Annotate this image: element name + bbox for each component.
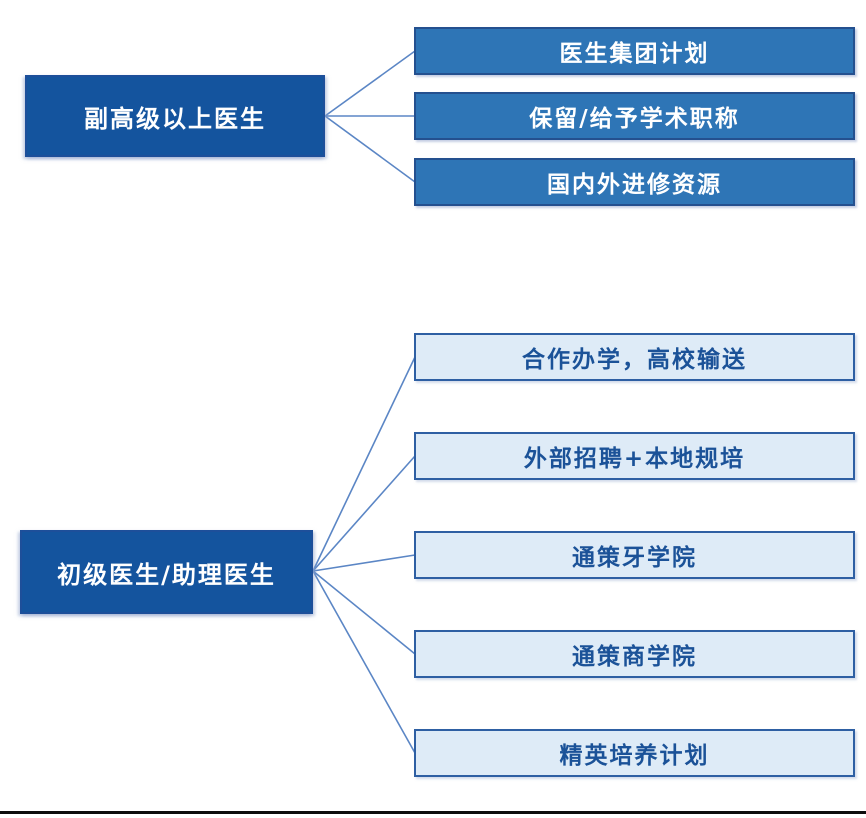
target-box-business-school: 通策商学院 (414, 630, 855, 678)
target-label-cooperative-education: 合作办学，高校输送 (522, 347, 747, 373)
target-label-doctor-group-plan: 医生集团计划 (559, 41, 710, 67)
target-box-elite-program: 精英培养计划 (414, 729, 855, 777)
source-box-senior-doctors: 副高级以上医生 (25, 75, 325, 157)
target-box-training-resources: 国内外进修资源 (414, 158, 855, 206)
target-box-external-recruitment: 外部招聘+本地规培 (414, 432, 855, 480)
target-box-academic-titles: 保留/给予学术职称 (414, 92, 855, 140)
target-label-academic-titles: 保留/给予学术职称 (529, 106, 740, 132)
target-box-cooperative-education: 合作办学，高校输送 (414, 333, 855, 381)
source-box-junior-doctors: 初级医生/助理医生 (20, 530, 313, 614)
target-label-external-recruitment: 外部招聘+本地规培 (523, 446, 746, 472)
source-label-junior-doctors: 初级医生/助理医生 (57, 560, 276, 589)
target-label-dental-college: 通策牙学院 (572, 545, 697, 571)
target-label-elite-program: 精英培养计划 (559, 743, 710, 769)
target-label-business-school: 通策商学院 (572, 644, 697, 670)
target-box-doctor-group-plan: 医生集团计划 (414, 27, 855, 75)
source-label-senior-doctors: 副高级以上医生 (84, 104, 266, 133)
bottom-rule-divider (0, 811, 866, 814)
target-box-dental-college: 通策牙学院 (414, 531, 855, 579)
target-label-training-resources: 国内外进修资源 (547, 172, 722, 198)
